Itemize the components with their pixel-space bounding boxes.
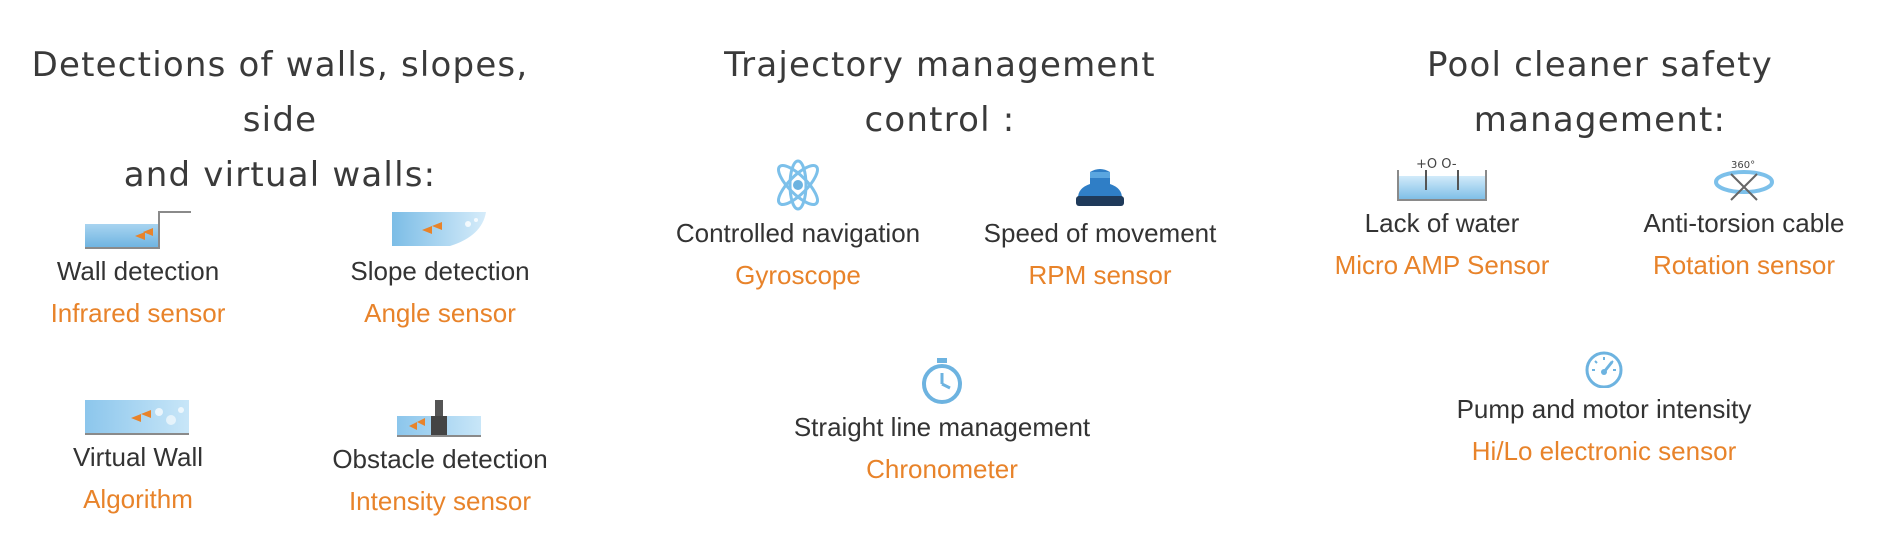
rpm-icon xyxy=(1076,169,1124,206)
feature-sensor: Algorithm xyxy=(83,484,193,514)
feature-name: Wall detection xyxy=(56,256,220,286)
title-line-1: Trajectory management control : xyxy=(724,45,1156,140)
feature-controlled-navigation: Controlled navigation Gyroscope xyxy=(628,158,968,292)
feature-name: Controlled navigation xyxy=(675,218,921,248)
column-title-trajectory: Trajectory management control : xyxy=(660,38,1220,148)
feature-name: Straight line management xyxy=(793,412,1091,442)
feature-sensor: Micro AMP Sensor xyxy=(1334,250,1550,280)
feature-straight-line: Straight line management Chronometer xyxy=(772,356,1112,486)
obstacle-icon xyxy=(397,400,481,437)
title-line-1: Detections of walls, slopes, side xyxy=(31,45,529,140)
feature-sensor: Chronometer xyxy=(866,454,1018,484)
feature-slope-detection: Slope detection Angle sensor xyxy=(270,210,610,330)
virtual-wall-icon xyxy=(85,400,189,435)
column-title-safety: Pool cleaner safety management: xyxy=(1310,38,1890,148)
feature-name: Virtual Wall xyxy=(72,442,204,472)
feature-name: Lack of water xyxy=(1364,208,1520,238)
feature-sensor: Gyroscope xyxy=(735,260,861,290)
slope-icon xyxy=(392,212,486,246)
title-line-1: Pool cleaner safety management: xyxy=(1427,45,1773,140)
electrode-labels: +O O- xyxy=(1416,158,1457,172)
feature-wall-detection: Wall detection Infrared sensor xyxy=(0,210,308,330)
feature-sensor: Infrared sensor xyxy=(50,298,226,328)
feature-obstacle-detection: Obstacle detection Intensity sensor xyxy=(270,398,610,518)
gyroscope-icon xyxy=(777,159,819,211)
rotation-label: 360° xyxy=(1731,160,1755,171)
feature-virtual-wall: Virtual Wall Algorithm xyxy=(0,398,308,516)
column-title-detections: Detections of walls, slopes, side and vi… xyxy=(0,38,560,203)
feature-sensor: Angle sensor xyxy=(364,298,516,328)
wall-icon xyxy=(85,211,191,249)
feature-lack-of-water: +O O- Lack of water Micro AMP Sensor xyxy=(1272,158,1612,282)
feature-speed-of-movement: Speed of movement RPM sensor xyxy=(930,158,1270,292)
feature-anti-torsion-cable: 360° Anti-torsion cable Rotation sensor xyxy=(1574,158,1896,282)
feature-name: Anti-torsion cable xyxy=(1643,208,1845,238)
water-level-icon: +O O- xyxy=(1397,158,1487,201)
feature-sensor: Hi/Lo electronic sensor xyxy=(1471,436,1737,466)
feature-name: Pump and motor intensity xyxy=(1456,394,1752,424)
feature-name: Obstacle detection xyxy=(332,444,548,474)
feature-name: Speed of movement xyxy=(983,218,1217,248)
feature-sensor: Rotation sensor xyxy=(1652,250,1836,280)
rotation-icon: 360° xyxy=(1714,160,1774,201)
stopwatch-icon xyxy=(922,358,962,404)
title-line-2: and virtual walls: xyxy=(123,155,437,195)
feature-name: Slope detection xyxy=(350,256,530,286)
feature-sensor: RPM sensor xyxy=(1028,260,1172,290)
feature-sensor: Intensity sensor xyxy=(348,486,532,516)
feature-pump-motor-intensity: Pump and motor intensity Hi/Lo electroni… xyxy=(1434,348,1774,468)
gauge-icon xyxy=(1585,351,1623,388)
